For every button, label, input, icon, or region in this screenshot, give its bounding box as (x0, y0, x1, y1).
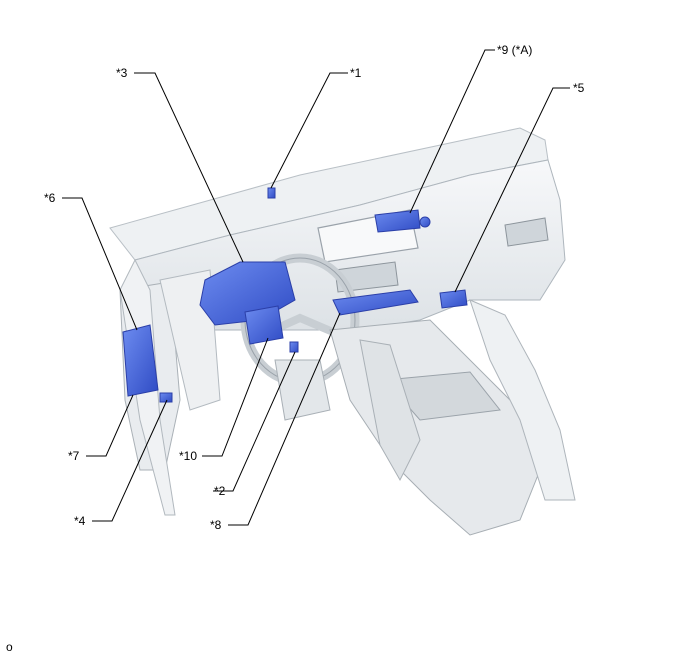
callout-7: *7 (68, 449, 80, 463)
callout-4: *4 (74, 514, 86, 528)
callout-10: *10 (179, 449, 197, 463)
callout-2: *2 (214, 484, 226, 498)
component-9 (374, 209, 421, 233)
component-8 (332, 289, 419, 316)
component-1 (267, 187, 276, 199)
component-5 (439, 289, 468, 309)
callout-1: *1 (350, 66, 362, 80)
leader-8 (228, 312, 341, 526)
callout-labels: *1 *2 *3 *4 *5 *6 *7 *8 *9 (*A) *10 (44, 43, 585, 532)
callout-8: *8 (210, 518, 222, 532)
callout-5: *5 (573, 81, 585, 95)
leader-6 (62, 197, 138, 331)
leader-2 (213, 351, 296, 492)
leader-lines (62, 49, 570, 526)
footer-mark: o (6, 640, 13, 654)
leader-3 (134, 72, 244, 263)
leader-7 (86, 394, 134, 457)
callout-6: *6 (44, 191, 56, 205)
dashboard-body (109, 127, 576, 536)
highlighted-components (122, 187, 468, 403)
callout-3: *3 (116, 66, 128, 80)
component-10 (244, 305, 284, 345)
leader-10 (202, 337, 269, 457)
component-2 (289, 341, 299, 353)
leader-9 (409, 49, 495, 214)
callout-9: *9 (*A) (497, 43, 532, 57)
component-4 (159, 392, 173, 403)
component-6-7 (122, 324, 159, 397)
leader-5 (454, 87, 570, 293)
leader-4 (92, 399, 168, 522)
leader-1 (270, 72, 348, 189)
